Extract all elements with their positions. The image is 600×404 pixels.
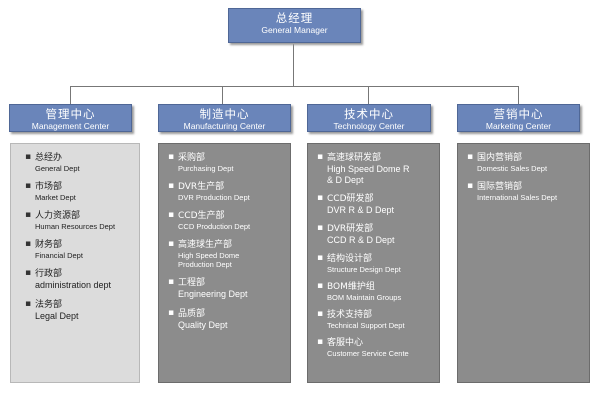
- dept-panel-marketing: 国内营销部 Domestic Sales Dept 国际营销部 Internat…: [457, 143, 590, 383]
- general-manager-title-cn: 总经理: [275, 11, 314, 25]
- dept-title-cn: 管理中心: [45, 107, 96, 121]
- item-en: CCD Production Dept: [178, 222, 251, 231]
- list-item: 品质部 Quality Dept: [168, 308, 286, 331]
- item-en: DVR Production Dept: [178, 193, 250, 202]
- item-en: Market Dept: [35, 193, 76, 202]
- item-en: Structure Design Dept: [327, 265, 401, 274]
- item-en: Engineering Dept: [178, 289, 248, 299]
- list-item: 总经办 General Dept: [25, 152, 135, 173]
- item-en: CCD R & D Dept: [327, 235, 395, 245]
- dept-title-cn: 营销中心: [493, 107, 544, 121]
- item-cn: 工程部: [178, 278, 206, 288]
- item-cn: 人力资源部: [35, 211, 81, 221]
- item-cn: 国际营销部: [477, 182, 523, 192]
- list-item: 行政部 administration dept: [25, 268, 135, 291]
- item-cn: DVR研发部: [327, 224, 374, 234]
- item-en: Quality Dept: [178, 320, 228, 330]
- item-en: Domestic Sales Dept: [477, 164, 548, 173]
- list-item: 技术支持部 Technical Support Dept: [317, 309, 435, 330]
- item-cn: 国内营销部: [477, 153, 523, 163]
- dept-panel-technology: 高速球研发部 High Speed Dome R & D Dept CCD研发部…: [307, 143, 440, 383]
- connector-management: [70, 86, 71, 104]
- item-cn: CCD生产部: [178, 211, 225, 221]
- item-en: International Sales Dept: [477, 193, 558, 202]
- general-manager-title-en: General Manager: [261, 25, 328, 35]
- item-cn: 高速球研发部: [327, 153, 382, 163]
- list-item: 高速球研发部 High Speed Dome R & D Dept: [317, 152, 435, 186]
- item-cn: 品质部: [178, 309, 206, 319]
- dept-title-en: Technology Center: [333, 121, 405, 131]
- connector-horizontal: [70, 86, 518, 87]
- item-cn: 客服中心: [327, 338, 364, 348]
- item-cn: CCD研发部: [327, 194, 374, 204]
- dept-header-marketing: 营销中心 Marketing Center: [457, 104, 580, 132]
- item-cn: 法务部: [35, 300, 63, 310]
- item-cn: 行政部: [35, 269, 63, 279]
- list-item: 人力资源部 Human Resources Dept: [25, 210, 135, 231]
- item-en: Customer Service Cente: [327, 349, 409, 358]
- list-item: 国内营销部 Domestic Sales Dept: [467, 152, 585, 173]
- list-item: 国际营销部 International Sales Dept: [467, 181, 585, 202]
- item-cn: 技术支持部: [327, 310, 373, 320]
- item-en: Financial Dept: [35, 251, 83, 260]
- item-en: High Speed Dome Production Dept: [178, 251, 240, 269]
- list-item: BOM维护组 BOM Maintain Groups: [317, 281, 435, 302]
- item-en: DVR R & D Dept: [327, 205, 395, 215]
- item-en: Technical Support Dept: [327, 321, 405, 330]
- list-item: 客服中心 Customer Service Cente: [317, 337, 435, 358]
- dept-title-en: Manufacturing Center: [183, 121, 266, 131]
- dept-panel-manufacturing: 采购部 Purchasing Dept DVR生产部 DVR Productio…: [158, 143, 291, 383]
- list-item: CCD研发部 DVR R & D Dept: [317, 193, 435, 216]
- dept-panel-management: 总经办 General Dept 市场部 Market Dept 人力资源部 H…: [10, 143, 140, 383]
- dept-title-cn: 制造中心: [199, 107, 250, 121]
- item-cn: 市场部: [35, 182, 63, 192]
- item-cn: BOM维护组: [327, 282, 375, 292]
- list-item: DVR研发部 CCD R & D Dept: [317, 223, 435, 246]
- list-item: DVR生产部 DVR Production Dept: [168, 181, 286, 202]
- item-en: High Speed Dome R & D Dept: [327, 164, 410, 185]
- list-item: 工程部 Engineering Dept: [168, 277, 286, 300]
- connector-marketing: [518, 86, 519, 104]
- item-cn: 采购部: [178, 153, 206, 163]
- item-en: Purchasing Dept: [178, 164, 234, 173]
- dept-header-management: 管理中心 Management Center: [9, 104, 132, 132]
- dept-title-en: Marketing Center: [485, 121, 552, 131]
- list-item: 市场部 Market Dept: [25, 181, 135, 202]
- dept-header-manufacturing: 制造中心 Manufacturing Center: [158, 104, 291, 132]
- item-cn: 结构设计部: [327, 254, 373, 264]
- item-en: administration dept: [35, 280, 112, 290]
- connector-manufacturing: [222, 86, 223, 104]
- item-cn: DVR生产部: [178, 182, 225, 192]
- item-en: Human Resources Dept: [35, 222, 116, 231]
- list-item: 法务部 Legal Dept: [25, 299, 135, 322]
- list-item: 采购部 Purchasing Dept: [168, 152, 286, 173]
- item-en: General Dept: [35, 164, 80, 173]
- list-item: CCD生产部 CCD Production Dept: [168, 210, 286, 231]
- dept-title-en: Management Center: [31, 121, 110, 131]
- dept-title-cn: 技术中心: [344, 107, 394, 121]
- dept-header-technology: 技术中心 Technology Center: [307, 104, 431, 132]
- item-cn: 总经办: [35, 153, 63, 163]
- list-item: 高速球生产部 High Speed Dome Production Dept: [168, 239, 286, 269]
- item-en: BOM Maintain Groups: [327, 293, 402, 302]
- item-en: Legal Dept: [35, 311, 79, 321]
- item-cn: 财务部: [35, 240, 63, 250]
- list-item: 财务部 Financial Dept: [25, 239, 135, 260]
- connector-gm-down: [293, 44, 294, 86]
- general-manager-box: 总经理 General Manager: [228, 8, 361, 43]
- list-item: 结构设计部 Structure Design Dept: [317, 253, 435, 274]
- connector-technology: [368, 86, 369, 104]
- item-cn: 高速球生产部: [178, 240, 233, 250]
